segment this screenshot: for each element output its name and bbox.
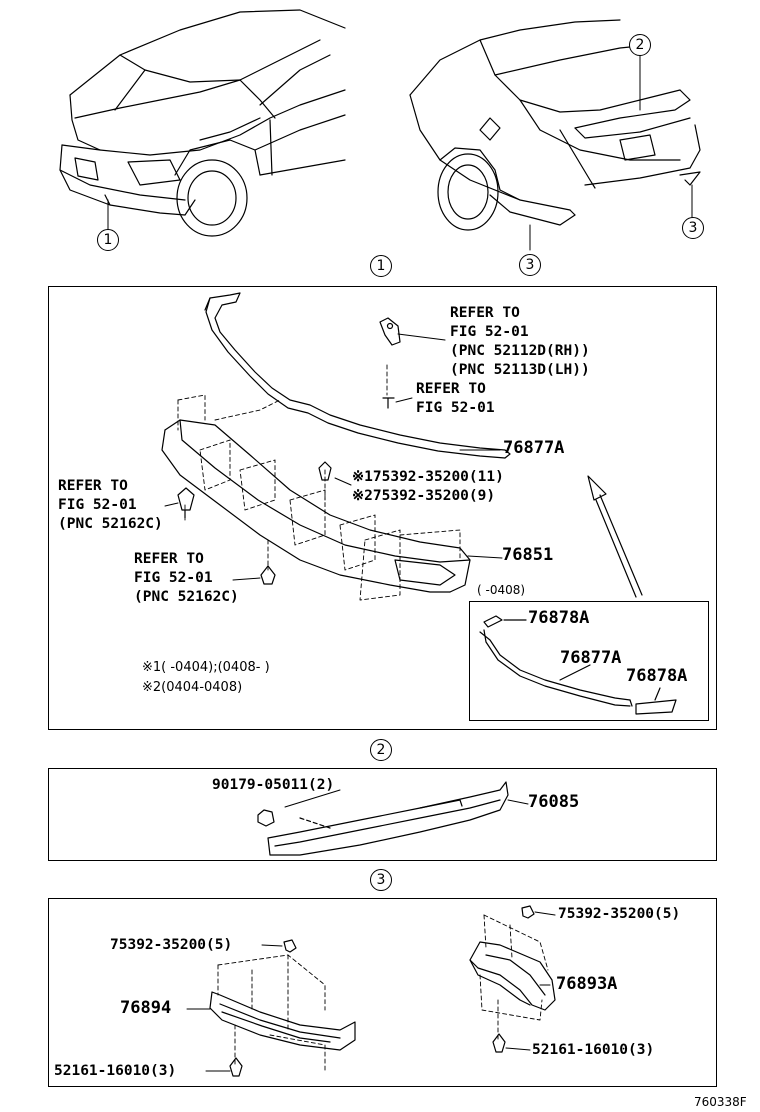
inset-date-range: ( -0408) — [477, 583, 526, 597]
callout-2-rear-spoiler: 2 — [629, 34, 651, 56]
callout-3-rear-left: 3 — [519, 254, 541, 276]
note-1: ※1( -0404);(0408- ) — [142, 660, 270, 675]
refer-bolt-line1: REFER TO — [416, 381, 486, 397]
lower-extension-parts — [186, 905, 556, 1077]
section-3-marker: 3 — [370, 869, 392, 891]
refer-bracket-line4: (PNC 52113D(LH)) — [450, 362, 590, 378]
refer-left-clip-line1: REFER TO — [58, 478, 128, 494]
inset-box — [469, 601, 709, 721]
clip-right-bottom-part: 52161-16010(3) — [532, 1042, 655, 1058]
refer-bracket-line1: REFER TO — [450, 305, 520, 321]
part-76893A: 76893A — [556, 974, 618, 994]
refer-left-clip-line2: FIG 52-01 — [58, 497, 137, 513]
refer-lower-clip-line1: REFER TO — [134, 551, 204, 567]
inset-molding-parts — [479, 615, 677, 715]
inset-part-76878A-right: 76878A — [626, 666, 688, 686]
part-76894: 76894 — [120, 998, 172, 1018]
refer-bracket-line2: FIG 52-01 — [450, 324, 529, 340]
refer-lower-clip-line3: (PNC 52162C) — [134, 589, 239, 605]
panel-rear-spoiler — [48, 768, 717, 861]
clip-left-part: 75392-35200(5) — [110, 937, 233, 953]
refer-lower-clip-line2: FIG 52-01 — [134, 570, 213, 586]
refer-bracket-line3: (PNC 52112D(RH)) — [450, 343, 590, 359]
part-76085: 76085 — [528, 792, 580, 812]
refer-bolt-line2: FIG 52-01 — [416, 400, 495, 416]
part-76851: 76851 — [502, 545, 554, 565]
nut-part: 90179-05011(2) — [212, 777, 335, 793]
callout-1-front: 1 — [97, 229, 119, 251]
section-2-marker: 2 — [370, 739, 392, 761]
part-76877A: 76877A — [503, 438, 565, 458]
figure-id: 760338F — [694, 1095, 747, 1109]
clip-left-bottom-part: 52161-16010(3) — [54, 1063, 177, 1079]
clip-part-2: ※275392-35200(9) — [352, 488, 496, 504]
inset-part-76877A: 76877A — [560, 648, 622, 668]
clip-part-1: ※175392-35200(11) — [352, 469, 504, 485]
panel-front-spoiler — [48, 286, 717, 730]
rear-spoiler-assembly — [257, 781, 529, 856]
panel-lower-extensions — [48, 898, 717, 1087]
note-2: ※2(0404-0408) — [142, 680, 243, 695]
front-spoiler-assembly — [161, 292, 511, 601]
rear-car-illustration — [409, 19, 701, 231]
clip-right-part: 75392-35200(5) — [558, 906, 681, 922]
section-1-marker: 1 — [370, 255, 392, 277]
callout-3-rear-right: 3 — [682, 217, 704, 239]
inset-part-76878A-top: 76878A — [528, 608, 590, 628]
inset-pointer-arrow — [587, 475, 643, 598]
front-car-illustration — [59, 9, 346, 237]
refer-left-clip-line3: (PNC 52162C) — [58, 516, 163, 532]
